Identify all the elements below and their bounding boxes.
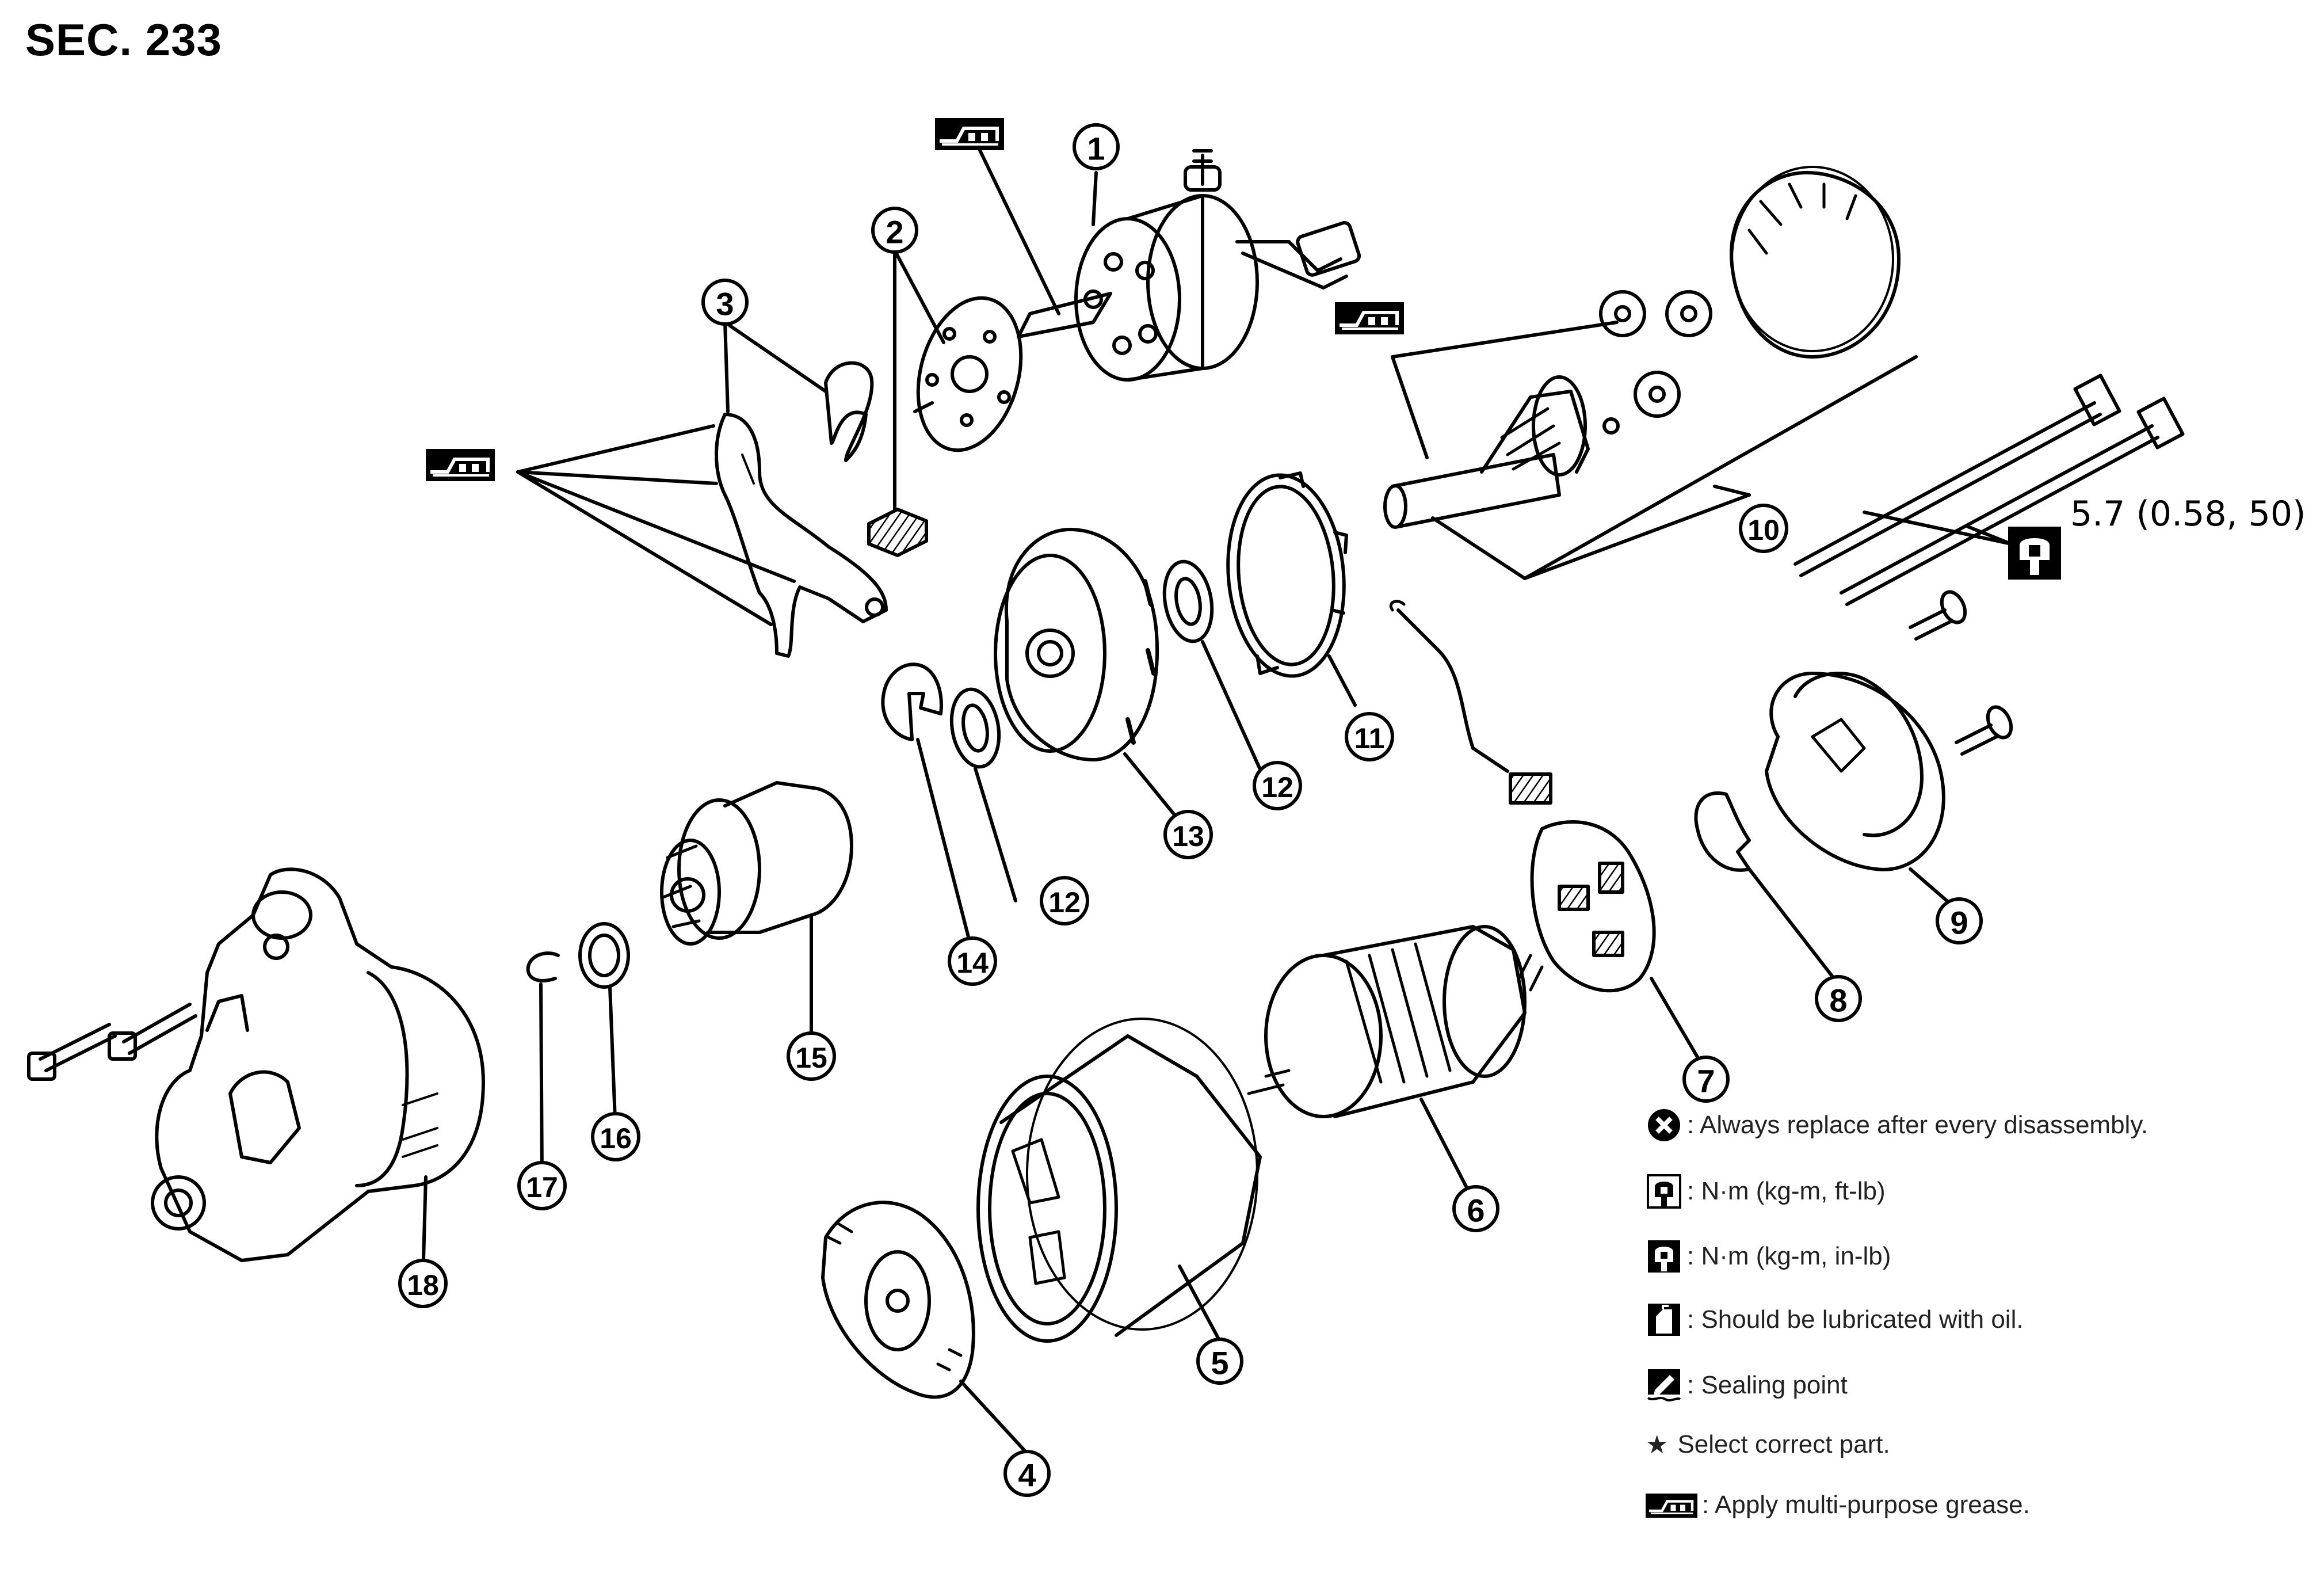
callout-15: 15 (787, 1031, 836, 1081)
svg-text:10: 10 (1747, 514, 1780, 546)
legend-item: : N·m (kg-m, ft-lb) (1646, 1171, 1886, 1212)
svg-text:12: 12 (1261, 771, 1293, 803)
callout-1: 1 (1073, 123, 1120, 170)
internal-gear-ring (1226, 471, 1348, 678)
callout-12b: 12 (1040, 876, 1089, 925)
legend-item: ★ Select correct part. (1646, 1424, 1890, 1465)
shim-plate (867, 296, 1023, 557)
callout-8: 8 (1815, 975, 1862, 1022)
callout-14: 14 (948, 936, 997, 986)
part-callouts: 1 2 3 4 5 6 7 8 9 10 11 12 12 13 14 15 1… (398, 123, 1983, 1497)
svg-text:14: 14 (956, 947, 989, 979)
legend-item: : Apply multi-purpose grease. (1646, 1485, 2030, 1525)
callout-4: 4 (1003, 1450, 1051, 1497)
callout-10: 10 (1739, 504, 1788, 553)
legend-text: : Sealing point (1687, 1371, 1848, 1399)
callout-3: 3 (701, 279, 749, 326)
torque-in-lb-icon (2008, 527, 2061, 580)
callout-2: 2 (871, 207, 918, 254)
svg-text:16: 16 (600, 1122, 632, 1155)
gear-assembly (1383, 166, 1901, 529)
sealing-point-icon (1646, 1367, 1682, 1404)
magnetic-switch (1017, 149, 1361, 382)
svg-text:15: 15 (795, 1042, 827, 1074)
svg-text:5: 5 (1211, 1345, 1228, 1381)
star-icon: ★ (1646, 1430, 1669, 1459)
legend-item: : Sealing point (1646, 1365, 1848, 1405)
legend-text: : Should be lubricated with oil. (1687, 1305, 2024, 1334)
snap-ring (526, 951, 560, 982)
washer-lower (949, 687, 1001, 769)
through-bolts (1793, 374, 2185, 606)
legend-text: : N·m (kg-m, ft-lb) (1687, 1177, 1886, 1205)
shift-lever (715, 361, 888, 658)
svg-text:11: 11 (1354, 722, 1385, 755)
lock-plate (1694, 791, 1751, 872)
svg-text:12: 12 (1048, 886, 1081, 919)
yoke (976, 1018, 1262, 1343)
callout-5: 5 (1196, 1338, 1243, 1385)
legend-item: : Always replace after every disassembly… (1646, 1105, 2148, 1145)
legend-text: : Apply multi-purpose grease. (1702, 1491, 2030, 1519)
overrunning-clutch (660, 781, 853, 946)
legend-item: : Should be lubricated with oil. (1646, 1300, 2024, 1340)
callout-18: 18 (398, 1259, 448, 1308)
svg-text:8: 8 (1829, 982, 1847, 1019)
grease-icon (1646, 1487, 1697, 1523)
section-number: SEC. 233 (25, 14, 222, 65)
svg-text:17: 17 (526, 1171, 558, 1203)
svg-text:1: 1 (1087, 131, 1105, 167)
svg-text:18: 18 (407, 1269, 439, 1301)
rear-cover (1765, 672, 1945, 871)
legend-text: Select correct part. (1677, 1430, 1890, 1458)
grease-icon (935, 118, 1004, 150)
legend-item: : N·m (kg-m, in-lb) (1646, 1236, 1891, 1277)
dust-plate (821, 1201, 975, 1399)
svg-text:2: 2 (886, 214, 903, 250)
callout-11: 11 (1345, 712, 1394, 761)
gear-case (994, 528, 1159, 761)
svg-text:4: 4 (1018, 1457, 1036, 1494)
svg-text:13: 13 (1172, 820, 1204, 852)
washer-upper (1162, 559, 1214, 643)
legend-text: : Always replace after every disassembly… (1687, 1111, 2149, 1139)
svg-text:7: 7 (1697, 1063, 1715, 1099)
callout-6: 6 (1452, 1185, 1499, 1232)
retainer-ring (881, 662, 943, 741)
torque-ft-lb-icon (1646, 1173, 1682, 1210)
brush-holder (1390, 600, 1656, 993)
callout-7: 7 (1682, 1056, 1730, 1103)
callout-9: 9 (1936, 897, 1983, 944)
torque-in-lb-icon (1646, 1238, 1682, 1275)
always-replace-icon (1646, 1107, 1682, 1144)
torque-spec: 5.7 (0.58, 50) (2070, 494, 2306, 534)
oil-can-icon (1646, 1301, 1682, 1338)
grease-icon (426, 449, 495, 481)
callout-17: 17 (517, 1161, 567, 1210)
svg-text:3: 3 (716, 286, 734, 322)
callout-13: 13 (1163, 810, 1213, 859)
callout-16: 16 (591, 1112, 640, 1161)
callout-12a: 12 (1253, 761, 1302, 810)
svg-text:6: 6 (1467, 1193, 1485, 1229)
gear-housing (151, 867, 485, 1262)
grease-icon (1335, 302, 1404, 334)
svg-text:9: 9 (1950, 905, 1968, 941)
pinion-stopper (578, 922, 630, 989)
armature (1247, 925, 1544, 1118)
legend-text: : N·m (kg-m, in-lb) (1687, 1242, 1891, 1270)
